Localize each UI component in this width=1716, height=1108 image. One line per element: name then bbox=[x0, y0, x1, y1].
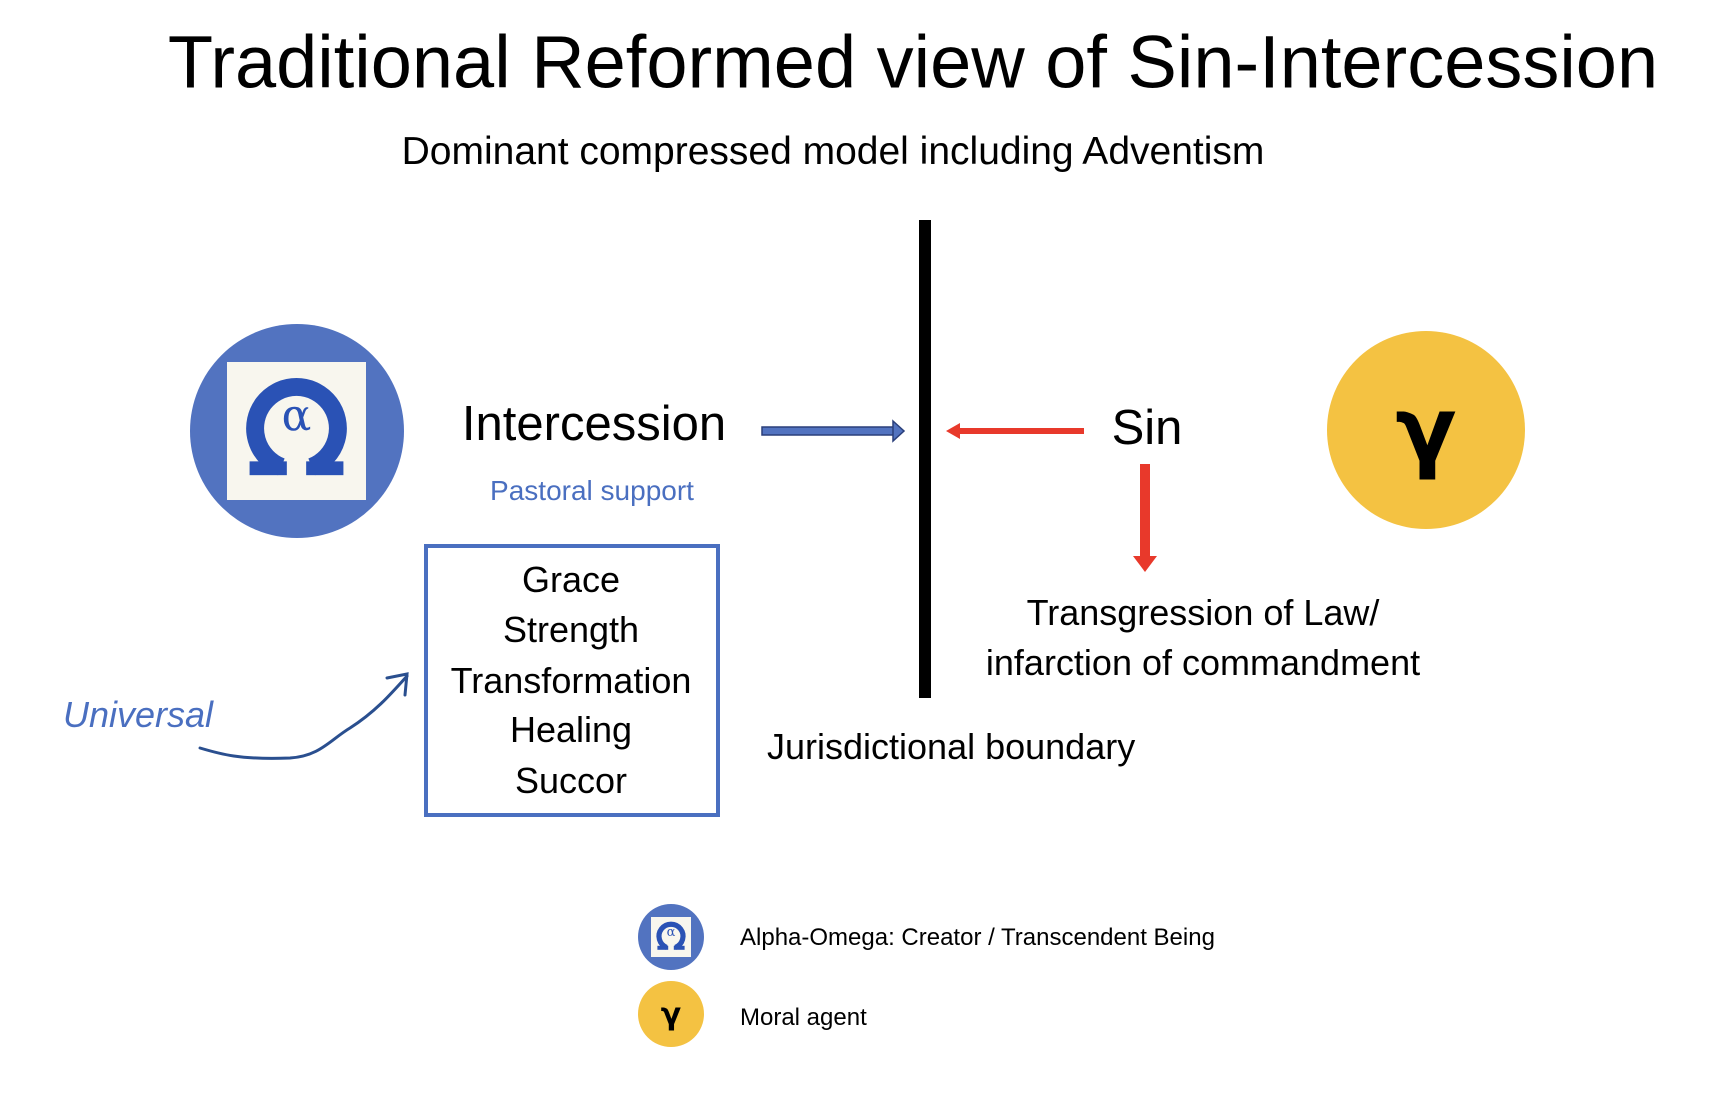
legend-gamma-icon: γ bbox=[638, 981, 704, 1047]
legend-gamma-glyph: γ bbox=[660, 996, 682, 1032]
alpha-glyph: α bbox=[281, 390, 312, 441]
sin-label: Sin bbox=[1111, 401, 1183, 455]
support-box bbox=[424, 544, 720, 817]
gamma-icon: γ bbox=[1327, 331, 1525, 529]
support-item: Grace bbox=[521, 559, 621, 600]
universal-curved-arrow bbox=[198, 672, 409, 760]
legend-label: Alpha-Omega: Creator / Transcendent Bein… bbox=[740, 924, 1215, 951]
intercession-arrow bbox=[761, 419, 906, 443]
alpha-omega-icon: α bbox=[190, 324, 404, 538]
legend-alpha-omega-icon: α bbox=[638, 904, 704, 970]
legend-label: Moral agent bbox=[740, 1004, 867, 1031]
transgression-label: Transgression of Law/ infarction of comm… bbox=[986, 588, 1420, 688]
jurisdictional-boundary-line bbox=[919, 220, 931, 698]
transgression-arrow-down bbox=[1133, 464, 1157, 572]
gamma-glyph: γ bbox=[1395, 377, 1457, 483]
intercession-label: Intercession bbox=[461, 397, 727, 451]
support-item: Transformation bbox=[450, 660, 692, 701]
support-item: Succor bbox=[514, 760, 628, 801]
transgression-line: infarction of commandment bbox=[985, 642, 1421, 683]
slide-title: Traditional Reformed view of Sin-Interce… bbox=[167, 20, 1659, 104]
slide-subtitle: Dominant compressed model including Adve… bbox=[401, 130, 1265, 173]
support-item: Strength bbox=[502, 609, 640, 650]
pastoral-support-label: Pastoral support bbox=[490, 475, 694, 506]
boundary-label: Jurisdictional boundary bbox=[767, 726, 1136, 767]
universal-label: Universal bbox=[63, 694, 214, 735]
sin-arrow-left bbox=[946, 423, 1084, 439]
support-item: Healing bbox=[509, 709, 633, 750]
omega-logo-icon bbox=[246, 378, 347, 476]
legend-omega-logo-icon bbox=[656, 921, 686, 950]
legend-alpha-glyph: α bbox=[666, 925, 676, 940]
transgression-line: Transgression of Law/ bbox=[1026, 592, 1380, 633]
